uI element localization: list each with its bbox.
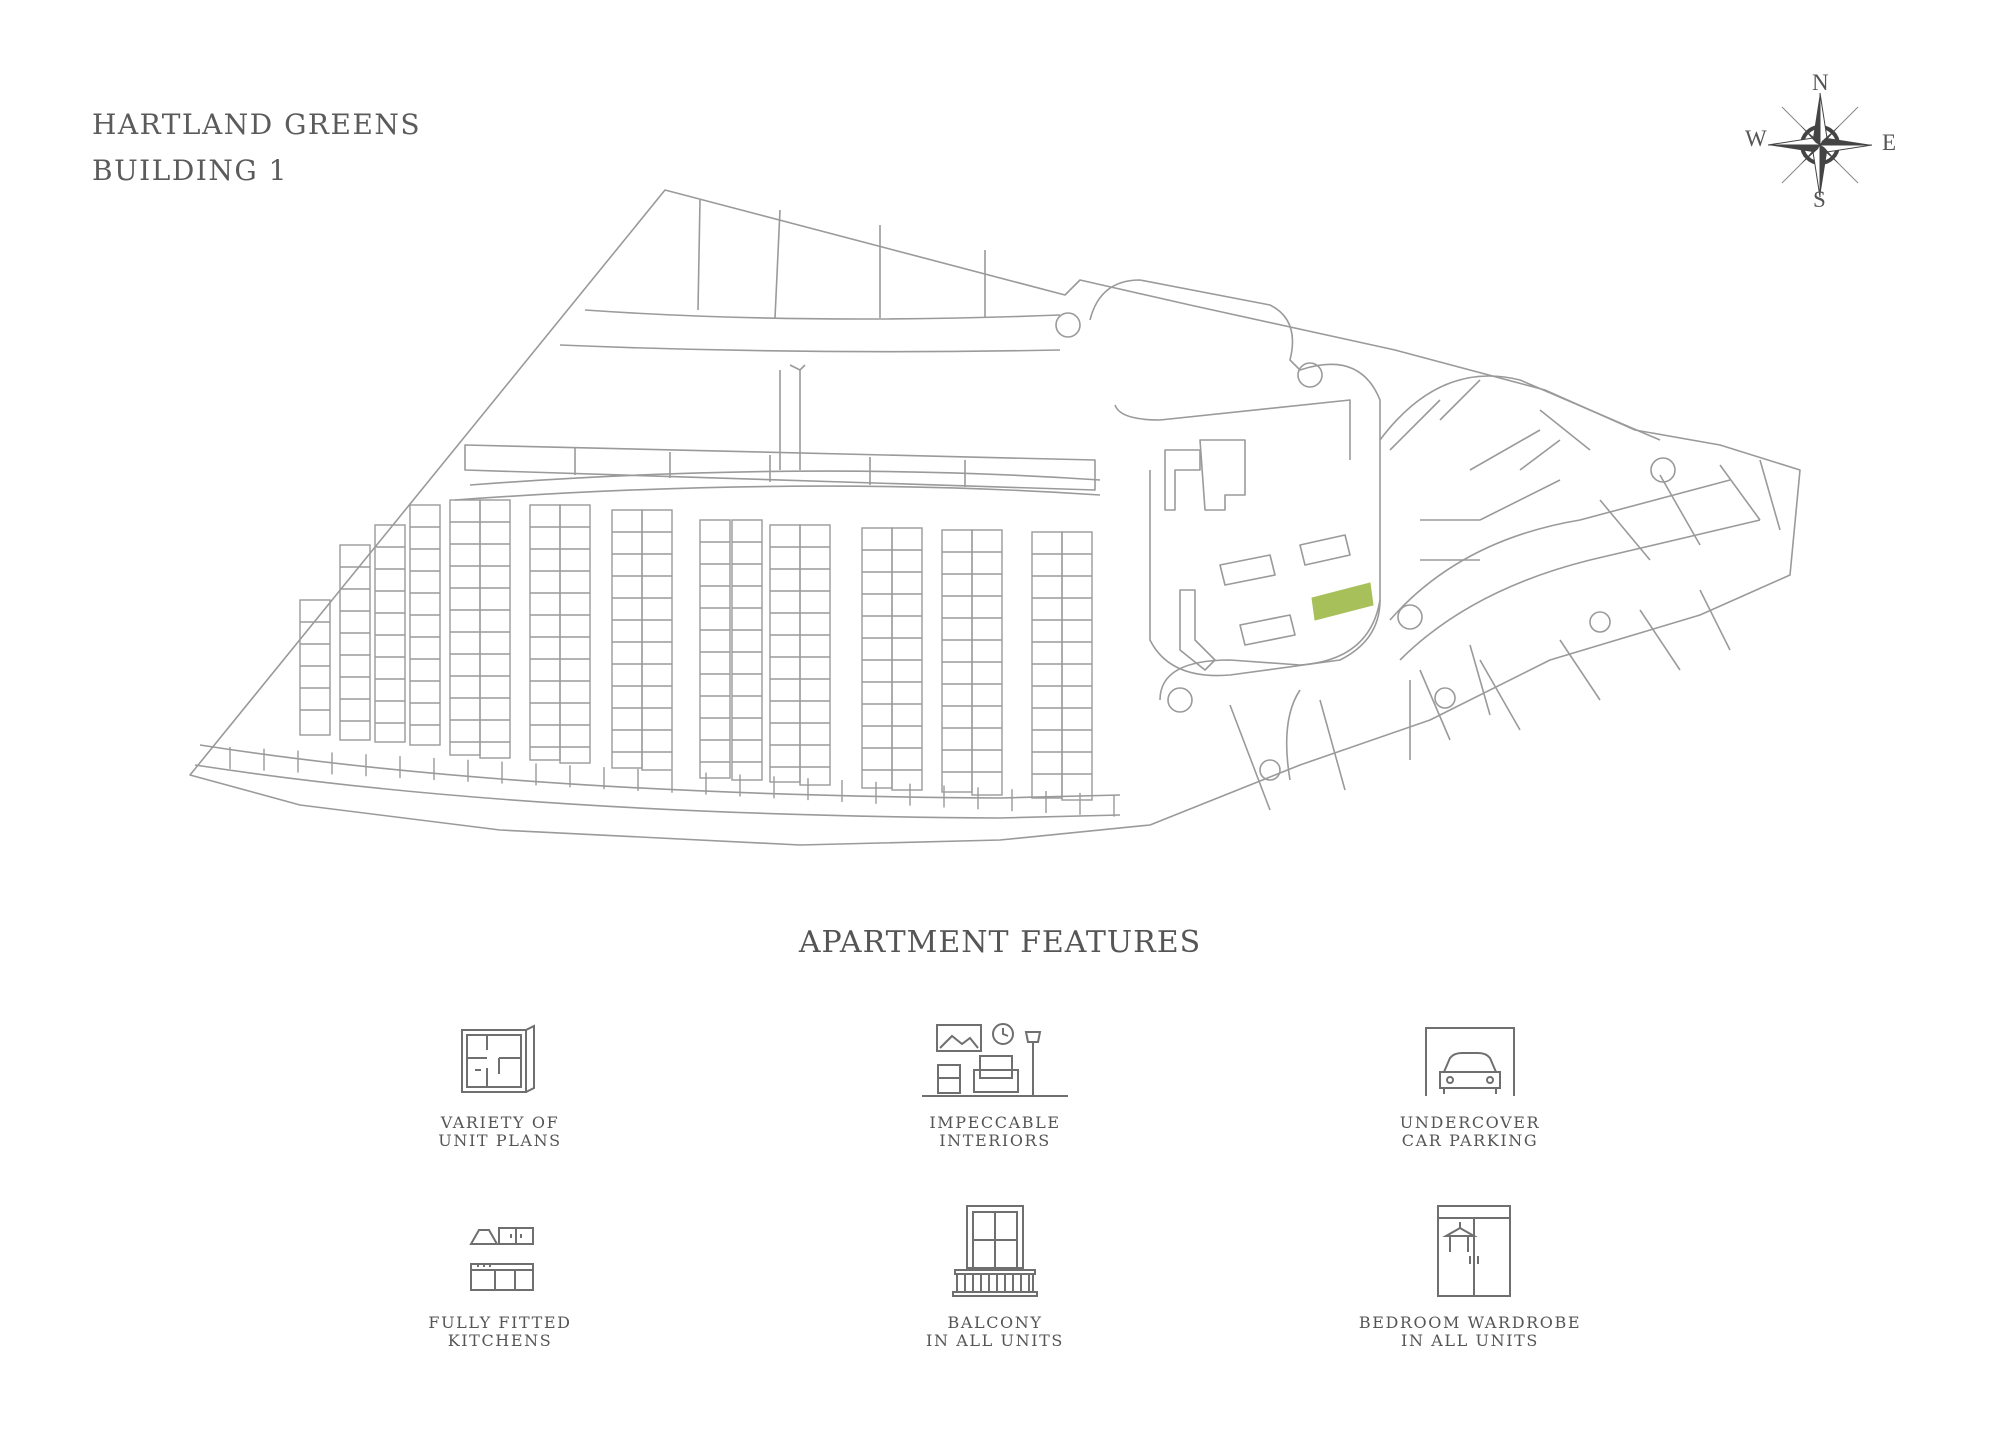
compass-rose: N E S W bbox=[1745, 70, 1897, 220]
compass-star-icon bbox=[1767, 92, 1873, 198]
floor-plan-icon bbox=[461, 1024, 535, 1093]
townhouse-row bbox=[861, 527, 893, 789]
development-name: HARTLAND GREENS bbox=[92, 108, 422, 141]
townhouse-row bbox=[941, 529, 973, 793]
feature-label: IMPECCABLE INTERIORS bbox=[929, 1113, 1061, 1150]
townhouse-row bbox=[1061, 531, 1093, 801]
feature-wardrobe: BEDROOM WARDROBE IN ALL UNITS bbox=[1320, 1200, 1620, 1350]
site-boundary bbox=[189, 189, 1801, 846]
compass-south: S bbox=[1813, 187, 1826, 212]
site-plan-map bbox=[189, 189, 1801, 846]
townhouse-row bbox=[339, 544, 371, 741]
townhouse-row bbox=[769, 524, 801, 783]
title-block: HARTLAND GREENS BUILDING 1 bbox=[92, 102, 421, 194]
townhouse-row bbox=[449, 499, 481, 756]
feature-unit-plans: VARIETY OF UNIT PLANS bbox=[350, 1020, 650, 1150]
kitchen-icon bbox=[469, 1227, 534, 1291]
feature-car-parking: UNDERCOVER CAR PARKING bbox=[1320, 1020, 1620, 1150]
building-name: BUILDING 1 bbox=[92, 154, 288, 187]
feature-kitchens: FULLY FITTED KITCHENS bbox=[350, 1220, 650, 1350]
car-garage-icon bbox=[1425, 1027, 1515, 1096]
balcony-door-icon bbox=[952, 1205, 1038, 1297]
wardrobe-icon bbox=[1437, 1205, 1511, 1297]
townhouse-row bbox=[699, 519, 731, 779]
townhouse-row bbox=[799, 524, 831, 786]
living-room-icon bbox=[922, 1023, 1068, 1097]
townhouse-row bbox=[409, 504, 441, 746]
compass-north: N bbox=[1812, 70, 1829, 95]
feature-balcony: BALCONY IN ALL UNITS bbox=[845, 1200, 1145, 1350]
townhouse-row bbox=[1031, 531, 1063, 799]
townhouse-row bbox=[641, 509, 673, 771]
feature-label: VARIETY OF UNIT PLANS bbox=[438, 1113, 562, 1150]
feature-label: BALCONY IN ALL UNITS bbox=[926, 1313, 1064, 1350]
townhouse-row bbox=[891, 527, 923, 791]
townhouse-row bbox=[529, 504, 561, 761]
townhouse-row bbox=[374, 524, 406, 743]
feature-label: FULLY FITTED KITCHENS bbox=[428, 1313, 572, 1350]
townhouse-row bbox=[559, 504, 591, 764]
compass-west: W bbox=[1745, 126, 1767, 151]
feature-label: BEDROOM WARDROBE IN ALL UNITS bbox=[1358, 1313, 1582, 1350]
townhouse-row bbox=[479, 499, 511, 759]
feature-interiors: IMPECCABLE INTERIORS bbox=[845, 1020, 1145, 1150]
feature-label: UNDERCOVER CAR PARKING bbox=[1399, 1113, 1541, 1150]
townhouse-row bbox=[731, 519, 763, 781]
features-title: APARTMENT FEATURES bbox=[798, 925, 1202, 960]
highlighted-building-1 bbox=[1311, 582, 1374, 621]
townhouse-row bbox=[299, 599, 331, 736]
compass-east: E bbox=[1882, 130, 1897, 155]
